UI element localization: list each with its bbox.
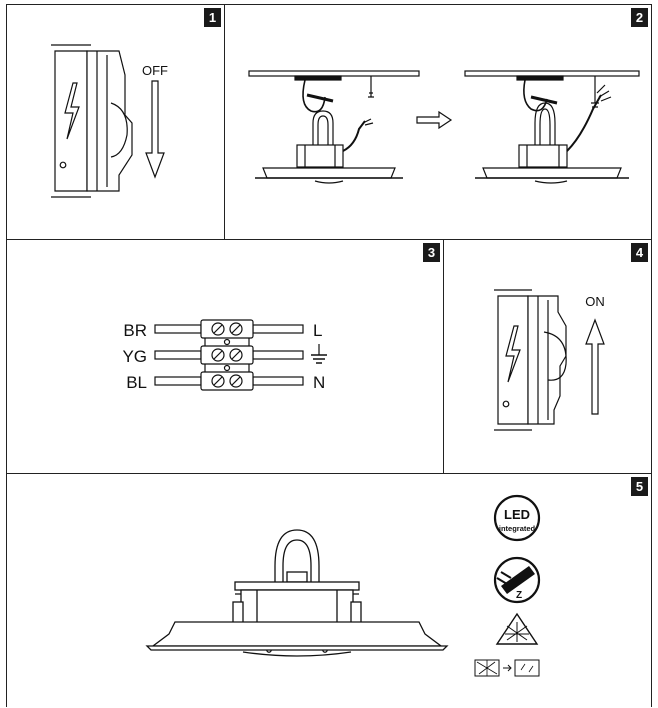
wire-label-n: N: [313, 373, 325, 392]
wire-label-l: L: [313, 321, 322, 340]
step-number-4: 4: [631, 243, 648, 262]
step-number-1: 1: [204, 8, 221, 27]
svg-text:integrated: integrated: [499, 524, 536, 533]
replace-cracked-glass-icon: [474, 659, 540, 677]
lightning-icon: [64, 82, 80, 140]
wire-label-br: BR: [123, 321, 147, 340]
wire-label-yg: YG: [122, 347, 147, 366]
wire-label-bl: BL: [126, 373, 147, 392]
step-number-2: 2: [631, 8, 648, 27]
svg-text:Z: Z: [516, 590, 522, 601]
hook-mounting-illustration: [248, 70, 640, 184]
broken-glass-warning-icon: [495, 612, 539, 645]
arrow-down-icon: [145, 80, 165, 179]
switch-off-illustration: OFF: [51, 44, 168, 198]
lightning-icon: [505, 325, 521, 383]
off-label: OFF: [142, 63, 168, 78]
highbay-luminaire-illustration: LED integrated Z: [145, 494, 541, 677]
replaceable-driver-icon: Z: [493, 556, 541, 604]
arrow-right-icon: [416, 110, 453, 130]
on-label: ON: [585, 294, 605, 309]
panel-4: 4 ON: [443, 239, 652, 474]
wiring-terminal-diagram: BR YG BL L N: [122, 319, 327, 392]
svg-text:LED: LED: [504, 507, 530, 522]
arrow-up-icon: [585, 318, 605, 415]
panel-2: 2: [224, 4, 652, 240]
panel-3: 3: [6, 239, 444, 474]
panel-1: 1 OFF: [6, 4, 225, 240]
led-integrated-icon: LED integrated: [493, 494, 541, 542]
step-number-5: 5: [631, 477, 648, 496]
panel-5: 5 LED integrated: [6, 473, 652, 707]
step-number-3: 3: [423, 243, 440, 262]
earth-ground-icon: [311, 344, 327, 364]
switch-on-illustration: ON: [494, 289, 605, 431]
